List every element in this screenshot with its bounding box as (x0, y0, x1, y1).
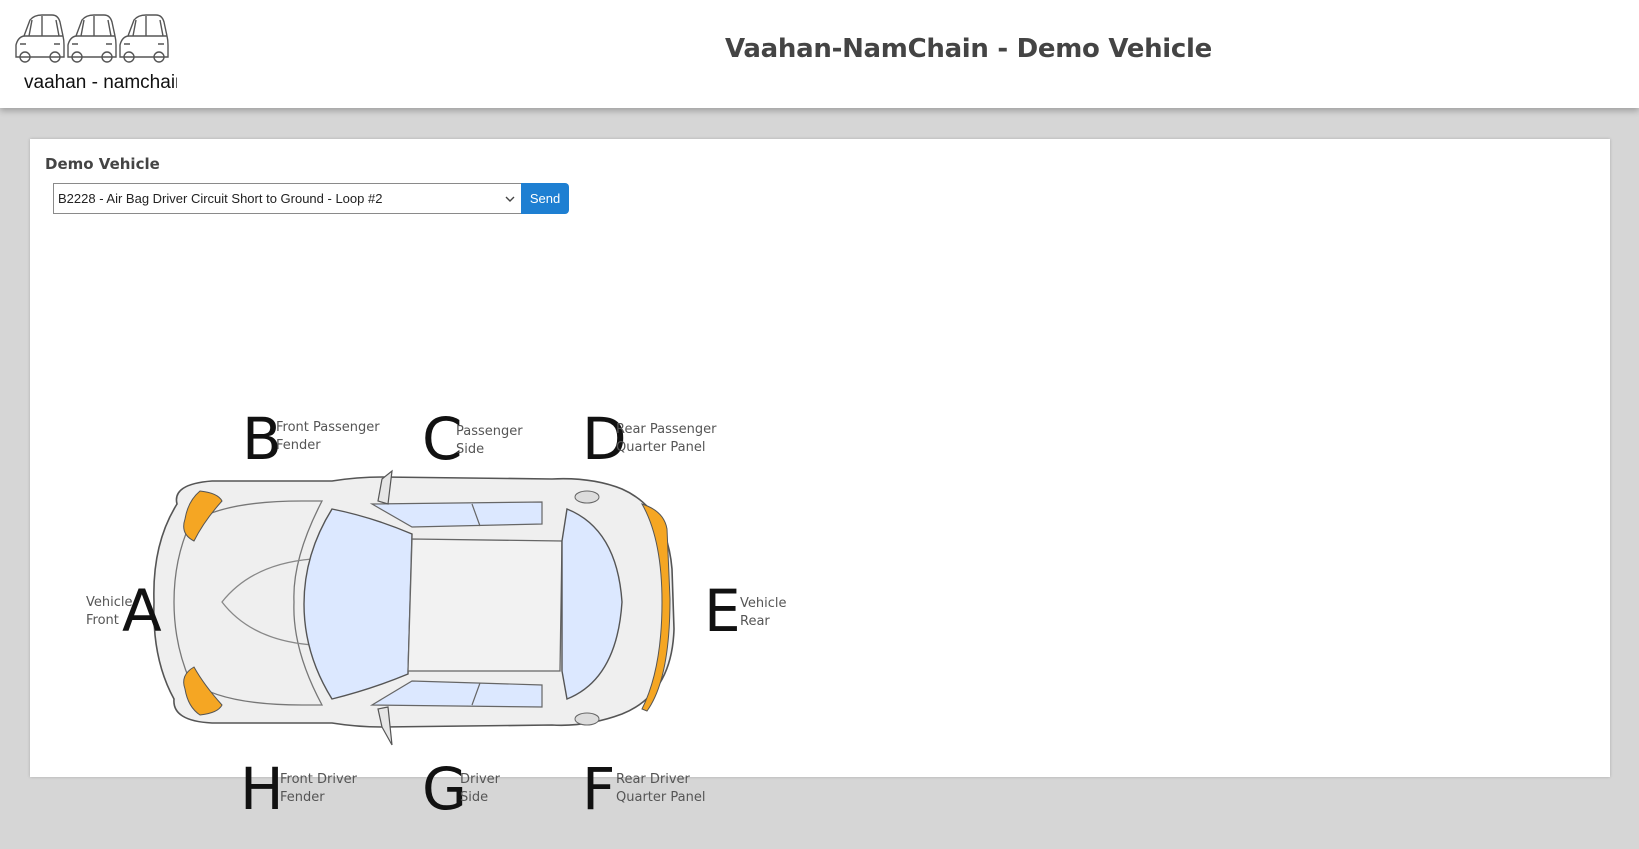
zone-d-line2: Quarter Panel (616, 440, 705, 455)
zone-f-line1: Rear Driver (616, 772, 691, 787)
zone-g-letter: G (422, 755, 467, 823)
vehicle-zone-diagram: Vehicle Front A B Front Passenger Fender… (86, 409, 787, 823)
dtc-select[interactable]: B2228 - Air Bag Driver Circuit Short to … (53, 183, 522, 214)
zone-h-line1: Front Driver (280, 772, 358, 787)
zone-a-label[interactable]: Vehicle Front A (86, 577, 162, 645)
zone-c-label[interactable]: C Passenger Side (422, 409, 523, 473)
app-logo[interactable]: vaahan - namchain (12, 12, 186, 94)
card-title: Demo Vehicle (45, 155, 160, 173)
zone-g-line1: Driver (460, 772, 501, 787)
car-top-view-icon (153, 469, 675, 746)
zone-b-label[interactable]: B Front Passenger Fender (242, 409, 380, 473)
zone-h-label[interactable]: H Front Driver Fender (240, 755, 358, 823)
zone-d-letter: D (582, 409, 627, 473)
zone-f-line2: Quarter Panel (616, 790, 705, 805)
send-button[interactable]: Send (521, 183, 569, 214)
zone-g-label[interactable]: G Driver Side (422, 755, 501, 823)
zone-a-line1: Vehicle (86, 595, 133, 610)
zone-e-line2: Rear (740, 614, 770, 629)
zone-b-letter: B (242, 409, 282, 473)
logo-text: vaahan - namchain (24, 72, 177, 93)
zone-c-line1: Passenger (456, 424, 523, 439)
zone-a-letter: A (122, 577, 162, 645)
main-card: Demo Vehicle B2228 - Air Bag Driver Circ… (30, 139, 1610, 823)
zone-e-letter: E (704, 577, 741, 645)
zone-d-label[interactable]: D Rear Passenger Quarter Panel (582, 409, 717, 473)
zone-b-line1: Front Passenger (276, 420, 380, 435)
page-title: Vaahan-NamChain - Demo Vehicle (725, 34, 1212, 64)
zone-d-line1: Rear Passenger (616, 422, 717, 437)
car-logo-icon: vaahan - namchain (15, 14, 186, 93)
zone-f-letter: F (582, 755, 615, 823)
zone-h-line2: Fender (280, 790, 325, 805)
zone-e-label[interactable]: E Vehicle Rear (704, 577, 787, 645)
zone-f-label[interactable]: F Rear Driver Quarter Panel (582, 755, 705, 823)
zone-e-line1: Vehicle (740, 596, 787, 611)
chevron-down-icon (505, 196, 515, 202)
dtc-select-value: B2228 - Air Bag Driver Circuit Short to … (58, 191, 383, 206)
app-header: vaahan - namchain Vaahan-NamChain - Demo… (0, 0, 1639, 108)
zone-g-line2: Side (460, 790, 488, 805)
zone-h-letter: H (240, 755, 284, 823)
zone-b-line2: Fender (276, 438, 321, 453)
zone-c-letter: C (422, 409, 463, 473)
zone-a-line2: Front (86, 613, 119, 628)
zone-c-line2: Side (456, 442, 484, 457)
